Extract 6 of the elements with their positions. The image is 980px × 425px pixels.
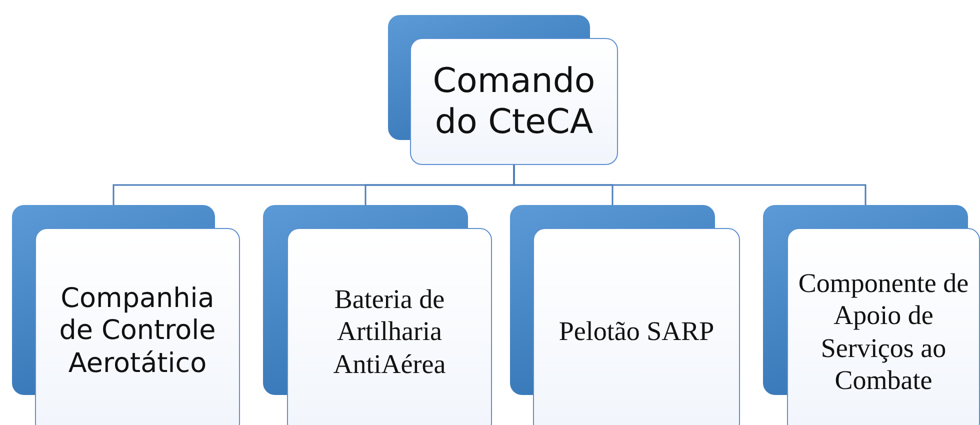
unit-name: Bateria de Artilharia AntiAérea (332, 282, 447, 380)
unit-name: Comando do CteCA (432, 60, 596, 142)
unit-name: Pelotão SARP (558, 315, 714, 348)
connector-line (513, 165, 866, 205)
unit-name: Componente de Apoio de Serviços ao Combate (797, 266, 970, 396)
unit-name: Companhia de Controle Aerotático (58, 282, 217, 380)
